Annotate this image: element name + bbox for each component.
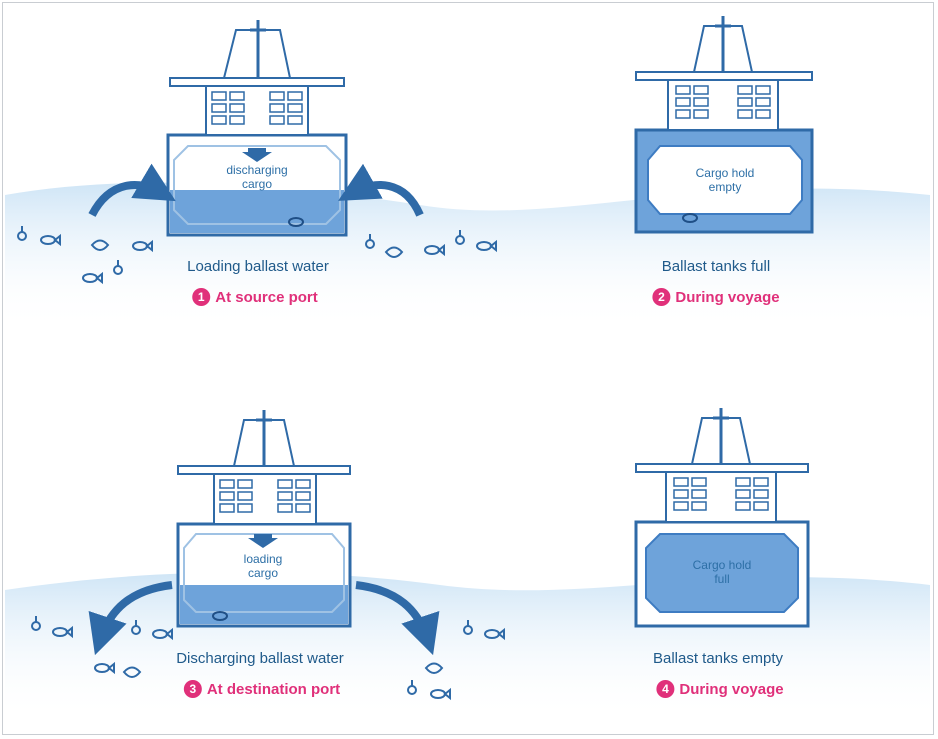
step-1: 1 At source port <box>192 288 318 306</box>
step-label: During voyage <box>675 288 780 306</box>
step-number: 1 <box>192 288 211 306</box>
fish-icon <box>682 213 698 223</box>
plankton-icon <box>113 260 123 275</box>
caption-3: Discharging ballast water <box>176 650 344 667</box>
shell-icon <box>90 239 110 251</box>
fish-icon <box>152 627 173 641</box>
hold-text-line: full <box>714 572 730 586</box>
fish-icon <box>40 233 61 247</box>
down-arrow-icon <box>248 534 278 548</box>
hold-text-4: Cargo hold full <box>693 558 752 586</box>
cargo-hold <box>183 533 345 613</box>
ship-icon <box>634 408 810 628</box>
hold-text-line: loading <box>243 552 283 566</box>
step-number: 4 <box>656 680 675 698</box>
arrow-icon <box>88 581 173 656</box>
plankton-icon <box>455 230 465 245</box>
step-label: During voyage <box>679 680 784 698</box>
hold-text-line: empty <box>708 180 742 194</box>
caption-1: Loading ballast water <box>187 258 329 275</box>
ship-icon <box>166 20 348 237</box>
shell-icon <box>424 662 444 674</box>
shell-icon <box>384 246 404 258</box>
fish-icon <box>484 627 505 641</box>
plankton-icon <box>131 620 141 635</box>
step-3: 3 At destination port <box>183 680 341 698</box>
fish-icon <box>288 217 304 227</box>
ship-icon <box>176 410 352 628</box>
step-number: 3 <box>183 680 202 698</box>
step-number: 2 <box>652 288 671 306</box>
plankton-icon <box>31 616 41 631</box>
step-label: At destination port <box>206 680 341 698</box>
hold-text-line: Cargo hold <box>692 558 752 572</box>
step-4: 4 During voyage <box>656 680 784 698</box>
plankton-icon <box>407 680 417 695</box>
arrow-icon <box>355 581 440 656</box>
shell-icon <box>122 666 142 678</box>
fish-icon <box>52 625 73 639</box>
plankton-icon <box>463 620 473 635</box>
arrow-icon <box>338 163 424 217</box>
step-2: 2 During voyage <box>652 288 780 306</box>
hold-text-line: Cargo hold <box>695 166 755 180</box>
ballast-water <box>180 585 348 624</box>
hold-text-line: cargo <box>247 566 279 580</box>
ship-icon <box>634 16 814 234</box>
cargo-hold <box>647 145 803 215</box>
fish-icon <box>476 239 497 253</box>
down-arrow-icon <box>242 148 272 162</box>
fish-icon <box>132 239 153 253</box>
fish-icon <box>94 661 115 675</box>
caption-2: Ballast tanks full <box>661 258 771 275</box>
cargo-hold <box>645 533 799 613</box>
plankton-icon <box>17 226 27 241</box>
hold-text-1: discharging cargo <box>226 163 287 191</box>
fish-icon <box>212 611 228 621</box>
fish-icon <box>82 271 103 285</box>
caption-4: Ballast tanks empty <box>652 650 784 667</box>
hold-text-3: loading cargo <box>244 552 283 580</box>
ballast-water <box>170 190 344 233</box>
arrow-icon <box>88 163 176 217</box>
hold-text-line: discharging <box>226 163 288 177</box>
fish-icon <box>430 687 451 701</box>
hold-text-line: cargo <box>241 177 273 191</box>
hold-text-2: Cargo hold empty <box>696 166 755 194</box>
step-label: At source port <box>215 288 318 306</box>
fish-icon <box>424 243 445 257</box>
plankton-icon <box>365 234 375 249</box>
